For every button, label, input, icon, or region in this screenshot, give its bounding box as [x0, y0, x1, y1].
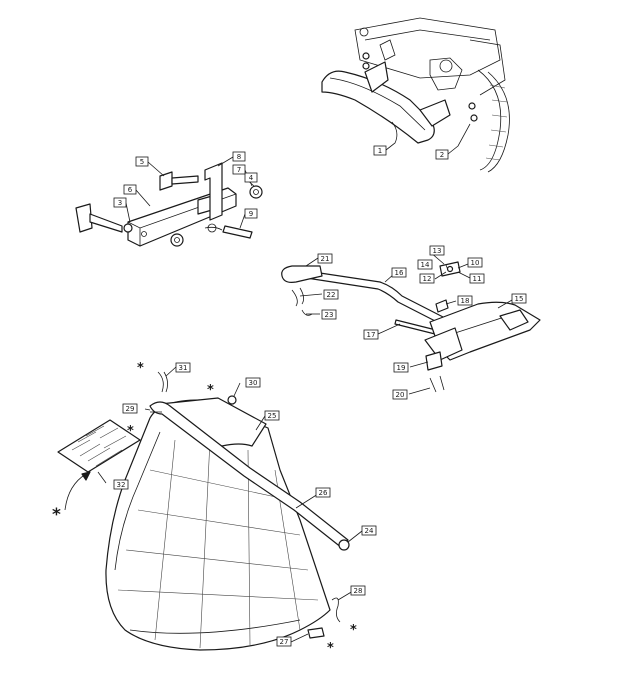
callout-28: 28	[350, 585, 366, 596]
callout-1-text: 1	[378, 147, 382, 155]
callout-7-text: 7	[237, 166, 241, 174]
callout-16: 16	[391, 267, 407, 278]
callout-5-text: 5	[140, 158, 144, 166]
callout-18: 18	[457, 295, 473, 306]
callout-17: 17	[363, 329, 379, 340]
callout-20-text: 20	[396, 391, 405, 399]
rear-bumper	[321, 61, 451, 144]
callout-10: 10	[467, 257, 483, 268]
callout-4-text: 4	[249, 174, 254, 182]
rear-frame-assembly	[354, 17, 510, 173]
callout-32: 32	[113, 479, 129, 490]
callout-30: 30	[245, 377, 261, 388]
callout-17-text: 17	[367, 331, 376, 339]
hitch-bracket-assembly	[75, 162, 263, 247]
callout-8: 8	[232, 151, 246, 162]
callout-4: 4	[244, 172, 258, 183]
callout-21-text: 21	[321, 255, 330, 263]
callout-2-text: 2	[440, 151, 444, 159]
callout-6-text: 6	[128, 186, 133, 194]
callout-21: 21	[317, 253, 333, 264]
callout-27: 27	[276, 636, 292, 647]
callout-11-text: 11	[473, 275, 482, 283]
callout-6: 6	[123, 184, 137, 195]
callout-3: 3	[113, 197, 127, 208]
callout-14-text: 14	[421, 261, 430, 269]
callout-11: 11	[469, 273, 485, 284]
callout-16-text: 16	[395, 269, 404, 277]
callout-28-text: 28	[354, 587, 363, 595]
callout-15: 15	[511, 293, 527, 304]
callout-12: 12	[419, 273, 435, 284]
callout-27-text: 27	[280, 638, 289, 646]
callout-13-text: 13	[433, 247, 442, 255]
callout-8-text: 8	[237, 153, 241, 161]
callout-25-text: 25	[268, 412, 277, 420]
leader-lines	[97, 121, 513, 643]
callout-31-text: 31	[179, 364, 188, 372]
callout-10-text: 10	[471, 259, 480, 267]
callout-3-text: 3	[118, 199, 122, 207]
callout-22: 22	[323, 289, 339, 300]
asterisk-marker: *	[137, 361, 144, 376]
callout-1: 1	[373, 145, 387, 156]
chute-lever-assembly	[281, 261, 541, 393]
asterisk-marker: *	[327, 641, 334, 656]
decal-sheet	[57, 419, 141, 511]
callout-19-text: 19	[397, 364, 406, 372]
callout-9: 9	[244, 208, 258, 219]
grass-bag-assembly	[105, 371, 350, 651]
callout-5: 5	[135, 156, 149, 167]
callout-31: 31	[175, 362, 191, 373]
callout-14: 14	[417, 259, 433, 270]
callout-13: 13	[429, 245, 445, 256]
callout-24-text: 24	[365, 527, 374, 535]
callout-2: 2	[435, 149, 449, 160]
callout-15-text: 15	[515, 295, 524, 303]
callout-23: 23	[321, 309, 337, 320]
asterisk-marker: *	[127, 424, 134, 439]
asterisk-marker: *	[52, 505, 61, 525]
asterisk-markers: * * * * * *	[52, 361, 357, 656]
callout-30-text: 30	[249, 379, 258, 387]
callout-26: 26	[315, 487, 331, 498]
callout-18-text: 18	[461, 297, 470, 305]
callout-23-text: 23	[325, 311, 334, 319]
callout-19: 19	[393, 362, 409, 373]
callout-labels: 1 2 3 4 5 6 7 8 9 10 11 12 13 14 15 16 1…	[113, 145, 527, 647]
callout-29-text: 29	[126, 405, 135, 413]
callout-22-text: 22	[327, 291, 336, 299]
callout-24: 24	[361, 525, 377, 536]
callout-32-text: 32	[117, 481, 126, 489]
asterisk-marker: *	[207, 383, 214, 398]
asterisk-marker: *	[350, 623, 357, 638]
callout-26-text: 26	[319, 489, 328, 497]
callout-9-text: 9	[249, 210, 253, 218]
callout-29: 29	[122, 403, 138, 414]
callout-7: 7	[232, 164, 246, 175]
callout-25: 25	[264, 410, 280, 421]
callout-20: 20	[392, 389, 408, 400]
callout-12-text: 12	[423, 275, 432, 283]
